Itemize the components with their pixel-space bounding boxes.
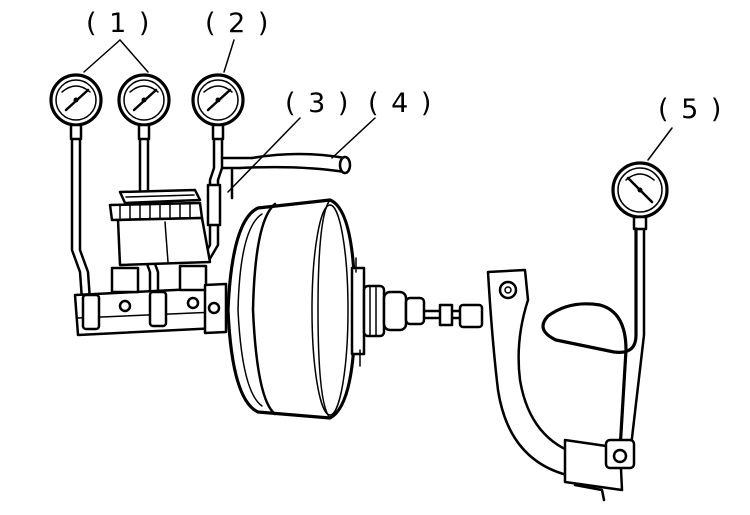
- callout-2: ( 2 ): [205, 8, 270, 39]
- leader-1b: [119, 39, 149, 73]
- brake-booster: [226, 198, 357, 420]
- master-cylinder: [73, 188, 228, 337]
- callout-1: ( 1 ): [86, 8, 151, 39]
- callout-5: ( 5 ): [658, 94, 723, 125]
- pressure-gauge-1-left: [49, 73, 103, 141]
- vacuum-hose: [220, 152, 352, 200]
- leader-2: [223, 39, 235, 73]
- leader-4: [331, 117, 376, 159]
- leader-1a: [83, 39, 121, 73]
- push-rod-assembly: [350, 257, 508, 367]
- callout-4: ( 4 ): [368, 88, 433, 119]
- pressure-gauge-1-right: [117, 73, 171, 141]
- leader-5: [647, 127, 673, 161]
- callout-3: ( 3 ): [285, 88, 350, 119]
- pressure-gauge-2: [191, 73, 245, 141]
- pressure-gauge-5: [541, 161, 669, 470]
